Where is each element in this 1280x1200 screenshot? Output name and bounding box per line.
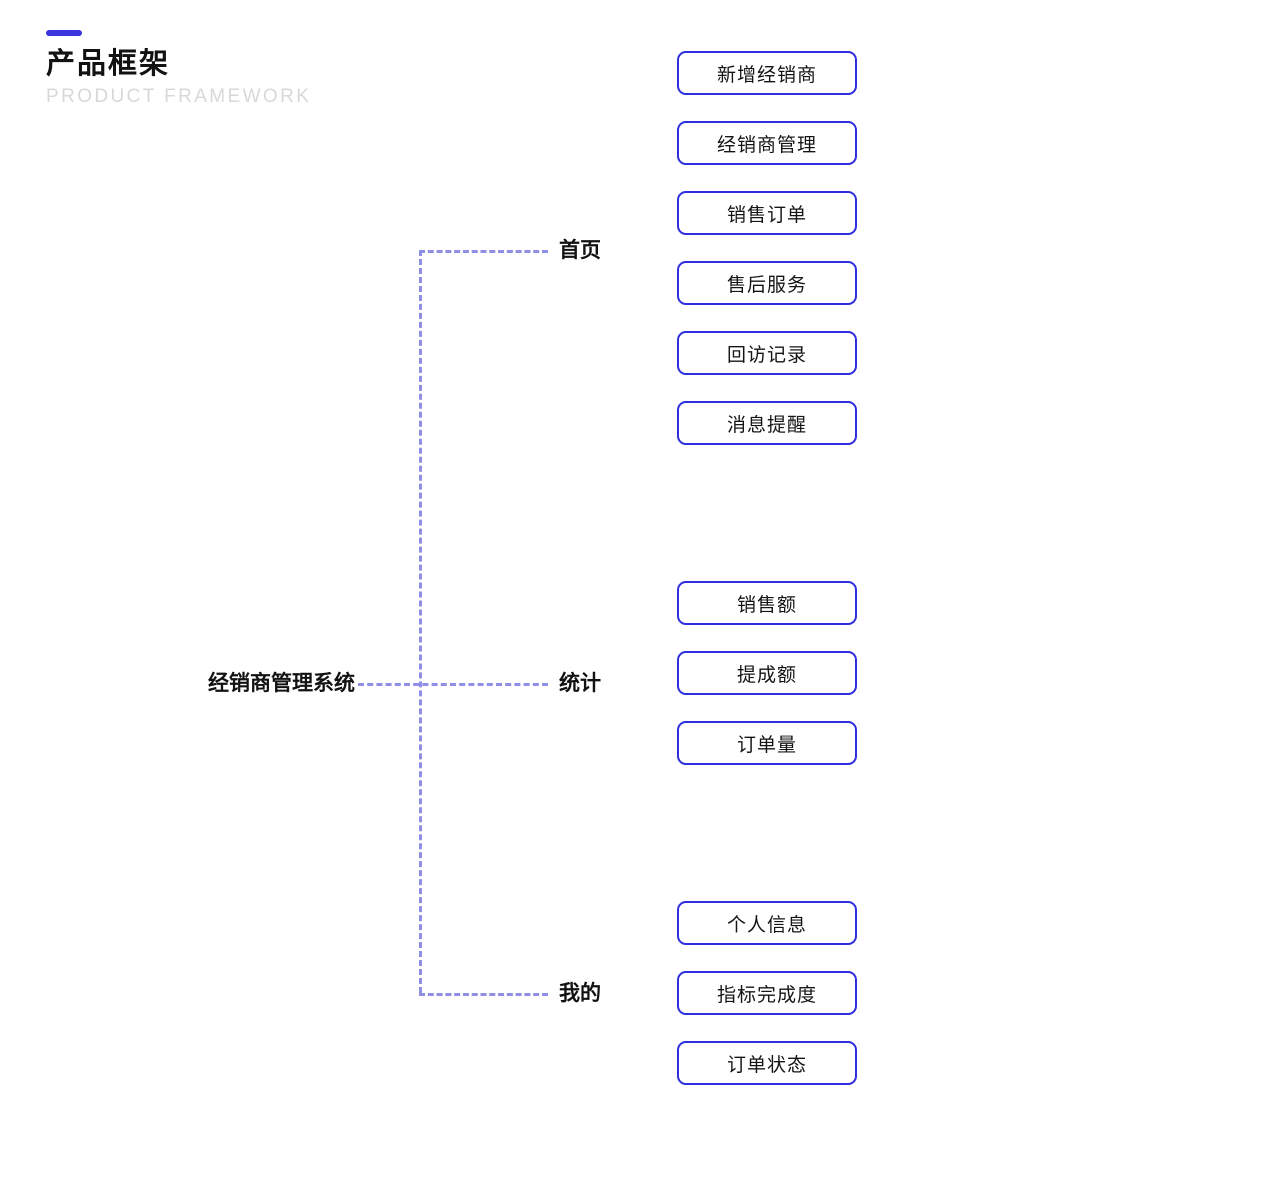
branch-label-home: 首页: [559, 239, 601, 262]
leaf-box-add-dealer[interactable]: 新增经销商: [677, 51, 857, 95]
leaf-box-order-volume[interactable]: 订单量: [677, 721, 857, 765]
leaf-box-message-reminder[interactable]: 消息提醒: [677, 401, 857, 445]
leaf-box-visit-record[interactable]: 回访记录: [677, 331, 857, 375]
leaf-box-dealer-management[interactable]: 经销商管理: [677, 121, 857, 165]
trunk-connector: [419, 250, 422, 993]
leaf-box-order-status[interactable]: 订单状态: [677, 1041, 857, 1085]
page-subtitle: PRODUCT FRAMEWORK: [46, 86, 312, 108]
root-node-label: 经销商管理系统: [208, 672, 355, 695]
branch-label-statistics: 统计: [559, 672, 601, 695]
branch-line-mine: [419, 993, 548, 996]
branch-line-home: [419, 250, 548, 253]
leaf-box-target-completion[interactable]: 指标完成度: [677, 971, 857, 1015]
leaf-box-after-sales-service[interactable]: 售后服务: [677, 261, 857, 305]
leaf-box-personal-info[interactable]: 个人信息: [677, 901, 857, 945]
page-title: 产品框架: [46, 48, 171, 80]
root-connector-line: [358, 683, 548, 686]
accent-bar: [46, 30, 82, 36]
leaf-box-sales-order[interactable]: 销售订单: [677, 191, 857, 235]
branch-label-mine: 我的: [559, 982, 601, 1005]
leaf-box-sales-amount[interactable]: 销售额: [677, 581, 857, 625]
page-header: 产品框架 PRODUCT FRAMEWORK: [46, 30, 466, 108]
leaf-box-commission-amount[interactable]: 提成额: [677, 651, 857, 695]
